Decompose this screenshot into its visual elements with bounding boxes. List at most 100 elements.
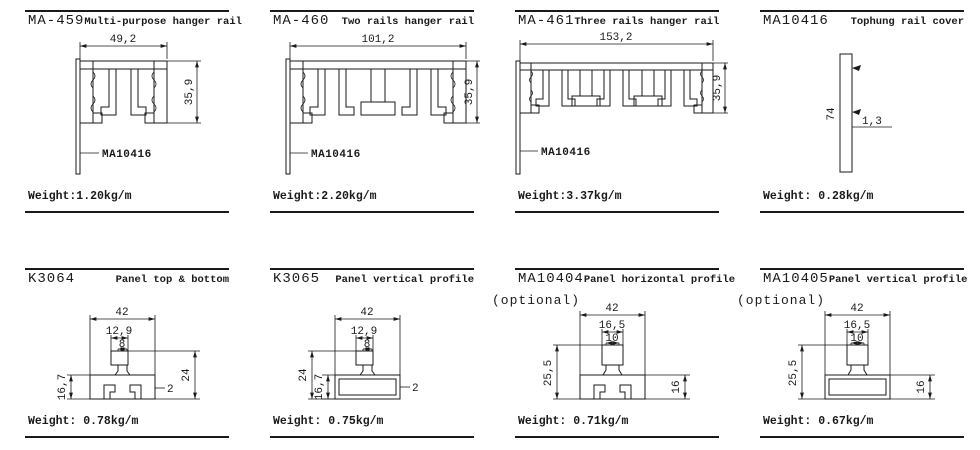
height-dimension: 35,9 (464, 60, 480, 124)
height-dimension: 74 (826, 107, 838, 121)
profile-drawing: 49,2 35,9 MA10416 (75, 34, 201, 175)
width-dimension: 153,2 (519, 32, 714, 61)
dim-width-label: 42 (850, 303, 863, 315)
width-dimension: 42 (824, 303, 891, 375)
dim-base-height-label: 16,7 (314, 374, 326, 400)
dim-height-label: 35,9 (184, 79, 196, 105)
profile-code: MA-461 (518, 13, 575, 29)
profile-description: Two rails hanger rail (341, 16, 474, 28)
cover-strip (285, 58, 291, 175)
part-leader-label: MA10416 (541, 147, 591, 159)
cover-strip-outline (839, 53, 861, 173)
panel-profile-outline (89, 350, 156, 400)
cover-strip (75, 58, 81, 175)
panel-profile-outline (824, 344, 891, 400)
dim-width-label: 42 (115, 307, 128, 319)
profile-drawing: 74 1,3 (826, 53, 892, 173)
dim-width-label: 42 (605, 303, 618, 315)
weight-label: Weight: 0.78kg/m (28, 415, 139, 428)
profile-code: MA-460 (273, 13, 330, 29)
profile-drawing: 42 12,9 8 16,7 24 (57, 307, 200, 400)
weight-label: Weight: 0.28kg/m (763, 190, 874, 203)
dim-head-label: 16,5 (844, 320, 870, 332)
cell-header: MA-460 Two rails hanger rail (273, 13, 474, 29)
footer-rule (270, 211, 474, 213)
cell-ma-460: MA-460 Two rails hanger rail (245, 0, 490, 225)
dim-base-height-label: 16 (916, 380, 928, 393)
cell-header: MA10404 Panel horizontal profile (518, 271, 735, 287)
base-height-dimension: 16 (645, 374, 690, 400)
profile-description: Three rails hanger rail (574, 16, 720, 28)
dim-neck-label: 8 (364, 339, 371, 351)
weight-label: Weight:1.20kg/m (28, 190, 132, 203)
profile-description: Panel vertical profile (335, 274, 474, 286)
rail-profile-outline (79, 60, 168, 124)
dim-head-label: 12,9 (106, 326, 132, 338)
total-height-dimension: 25,5 (788, 344, 847, 400)
header-rule (270, 10, 474, 12)
profile-description: Panel top & bottom (115, 274, 229, 286)
cell-ma-459: MA-459 Multi-purpose hanger rail (0, 0, 245, 225)
dim-neck-label: 10 (850, 333, 863, 345)
profile-drawing: 42 12,9 8 24 16,7 (298, 307, 419, 400)
base-height-dimension: 16,7 (57, 374, 90, 400)
profile-drawing: 101,2 35,9 MA10416 (285, 34, 480, 175)
profile-drawing: 42 16,5 10 25,5 16 (788, 303, 935, 400)
weight-label: Weight: 0.75kg/m (273, 415, 384, 428)
dim-neck-label: 8 (119, 339, 126, 351)
footer-rule (25, 436, 229, 438)
footer-rule (270, 436, 474, 438)
profile-code: MA-459 (28, 13, 85, 29)
profile-code: K3065 (273, 271, 321, 287)
thickness-dimension: 1,3 (852, 116, 892, 128)
rail-profile-outline (519, 62, 714, 114)
dim-width-label: 42 (360, 307, 373, 319)
cell-ma10405: MA10405 Panel vertical profile (optional… (735, 225, 980, 450)
footer-rule (25, 211, 229, 213)
dim-total-height-label: 24 (298, 368, 310, 382)
cell-header: K3064 Panel top & bottom (28, 271, 229, 287)
total-height-dimension: 24 (128, 350, 200, 400)
part-leader-label: MA10416 (311, 149, 361, 161)
profile-code: MA10404 (518, 271, 584, 287)
header-rule (760, 10, 964, 12)
cell-header: MA-461 Three rails hanger rail (518, 13, 719, 29)
header-rule (25, 10, 229, 12)
total-height-dimension: 25,5 (543, 344, 602, 400)
cell-header: MA10405 Panel vertical profile (763, 271, 967, 287)
dim-height-label: 35,9 (464, 79, 476, 105)
cell-ma-461: MA-461 Three rails hanger rail (490, 0, 735, 225)
footer-rule (515, 211, 719, 213)
dim-total-height-label: 25,5 (543, 360, 555, 386)
dim-width-label: 153,2 (599, 32, 632, 44)
width-dimension: 49,2 (79, 34, 168, 59)
height-dimension: 35,9 (167, 60, 201, 124)
head-dimension: 16,5 (844, 320, 870, 345)
thickness-leader: 2 (400, 383, 419, 395)
dim-height-label: 35,9 (712, 75, 724, 101)
header-rule (760, 268, 964, 270)
cell-k3064: K3064 Panel top & bottom 42 12,9 (0, 225, 245, 450)
dim-total-height-label: 25,5 (788, 360, 800, 386)
header-rule (515, 268, 719, 270)
panel-profile-outline (579, 344, 646, 400)
width-dimension: 42 (89, 307, 156, 375)
footer-rule (760, 211, 964, 213)
thickness-leader: 2 (155, 384, 174, 396)
cell-header: K3065 Panel vertical profile (273, 271, 474, 287)
part-leader: MA10416 (520, 147, 591, 159)
neck-dimension: 8 (362, 339, 373, 351)
weight-label: Weight:2.20kg/m (273, 190, 377, 203)
dim-width-label: 101,2 (361, 34, 394, 46)
base-height-dimension: 16 (890, 374, 935, 400)
profile-code: MA10416 (763, 13, 829, 29)
dim-total-height-label: 24 (181, 368, 193, 382)
profile-code: K3064 (28, 271, 76, 287)
panel-profile-outline (334, 350, 401, 400)
dim-base-height-label: 16 (671, 380, 683, 393)
profile-description: Multi-purpose hanger rail (84, 16, 242, 28)
base-height-dimension: 16,7 (314, 374, 335, 400)
dim-thickness-label: 1,3 (862, 116, 882, 128)
header-rule (25, 268, 229, 270)
